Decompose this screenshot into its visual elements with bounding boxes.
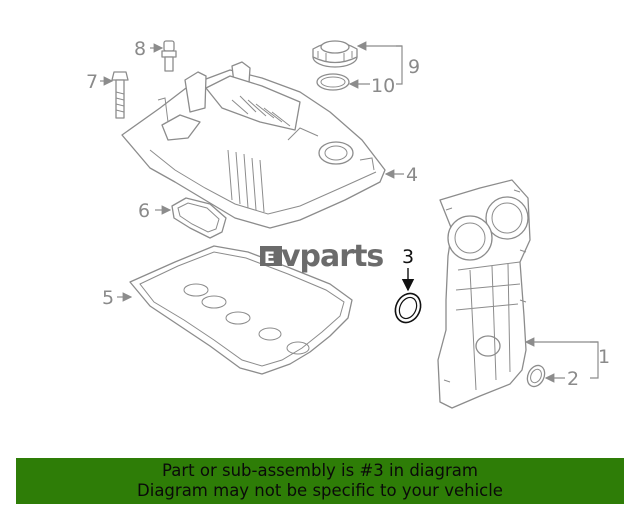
brand-logo-mark: E — [264, 248, 275, 267]
callout-1: 1 — [598, 346, 610, 368]
part-7-bolt — [111, 71, 129, 119]
part-6-gasket — [171, 197, 227, 239]
part-1-timing-cover — [437, 179, 531, 409]
banner-line-1: Part or sub-assembly is #3 in diagram — [162, 461, 478, 480]
callout-10: 10 — [371, 75, 395, 97]
info-banner: Part or sub-assembly is #3 in diagram Di… — [16, 458, 624, 504]
part-2-seal — [526, 364, 546, 388]
callout-9: 9 — [408, 56, 420, 78]
callout-6: 6 — [138, 200, 150, 222]
part-10-o-ring — [316, 73, 350, 91]
part-9-filler-cap — [312, 40, 358, 68]
callout-8: 8 — [134, 38, 146, 60]
brand-logo-text: vparts — [281, 239, 383, 274]
parts-diagram: 8 7 9 10 4 6 5 3 1 2 E vparts — [86, 38, 610, 409]
part-4-head-cover — [121, 61, 386, 229]
part-8-bolt — [161, 40, 177, 72]
part-5-cover-gasket — [129, 245, 353, 375]
callout-4: 4 — [406, 164, 418, 186]
callout-5: 5 — [102, 287, 114, 309]
banner-line-2: Diagram may not be specific to your vehi… — [137, 481, 503, 500]
callout-2: 2 — [567, 368, 579, 390]
leader-lines — [100, 41, 599, 383]
part-3-seal — [394, 292, 422, 324]
callout-3: 3 — [402, 246, 414, 268]
callout-7: 7 — [86, 71, 98, 93]
brand-logo: E vparts — [260, 239, 384, 274]
